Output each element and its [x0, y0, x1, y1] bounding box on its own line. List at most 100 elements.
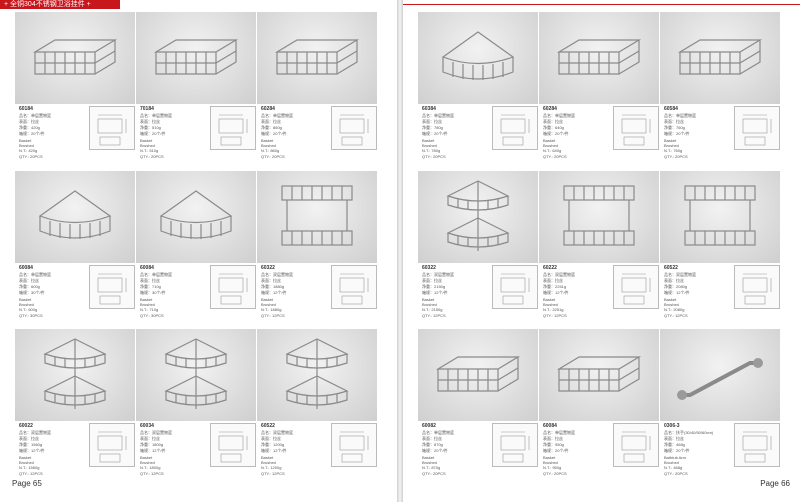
spec-line: 净重：420g [19, 125, 40, 130]
spec-line: 净重：2080g [664, 284, 688, 289]
spec-line: Brushed [140, 302, 155, 308]
spec-line: Brushed [422, 143, 437, 149]
spec-line: 箱规：20个/件 [19, 131, 45, 136]
product-photo [15, 12, 135, 104]
spec-line: 净重：950g [543, 442, 564, 447]
spec-line: Basket [19, 455, 32, 460]
spec-line: 箱规：12个/件 [543, 290, 569, 295]
corner-basket-icon [441, 31, 515, 80]
double-basket-icon [281, 185, 353, 246]
dimension-sketch-icon [339, 114, 369, 146]
spec-line: 净重：870g [422, 442, 443, 447]
page-number: Page 66 [760, 479, 790, 488]
spec-line: 净重：780g [422, 125, 443, 130]
spec-line: 表面：拉丝 [422, 278, 442, 283]
product-photo [257, 12, 377, 104]
spec-line: 箱规：12个/件 [140, 448, 166, 453]
spec-line: N.T.: 510g [140, 148, 159, 154]
spec-line: QTY.: 20PCS [543, 153, 567, 159]
wire-basket-icon [32, 39, 118, 75]
dimension-sketch-icon [97, 273, 127, 305]
spec-line: 品名：单层置物篮 [19, 272, 51, 277]
spec-line: 品名：单层置物篮 [422, 113, 454, 118]
double-corner-basket-icon [285, 338, 349, 409]
spec-line: QTY.: 12PCS [261, 312, 285, 318]
spec-line: Brushed [664, 302, 679, 308]
spec-line: N.T.: 860g [261, 148, 280, 154]
spec-line: QTY.: 12PCS [140, 470, 164, 476]
spec-line: 箱规：20个/件 [664, 448, 690, 453]
spec-line: 品名：双层置物篮 [261, 430, 293, 435]
spec-line: QTY.: 12PCS [19, 470, 43, 476]
spec-line: QTY.: 12PCS [664, 312, 688, 318]
spec-line: Brushed [422, 302, 437, 308]
product-code: 60084 [19, 265, 33, 271]
dimension-drawing [331, 423, 377, 467]
spec-line: 品名：双层置物篮 [261, 272, 293, 277]
product-code: 60222 [543, 265, 557, 271]
product-photo [539, 171, 659, 263]
spec-line: 箱规：12个/件 [261, 448, 287, 453]
spec-line: 净重：2251g [543, 284, 567, 289]
spec-line: 净重：860g [261, 125, 282, 130]
wire-basket-icon [435, 356, 521, 392]
dimension-drawing [89, 265, 135, 309]
spec-line: Basket [261, 455, 274, 460]
spec-line: N.T.: 468g [664, 465, 683, 471]
spec-line: 品名：扶手(30/40/50/60cm) [664, 430, 714, 435]
product-photo [15, 329, 135, 421]
product-code: 60084 [140, 265, 154, 271]
spec-line: N.T.: 2251g [543, 307, 564, 313]
spec-line: 表面：拉丝 [422, 436, 442, 441]
spec-line: 净重：710g [140, 284, 161, 289]
spec-line: 箱规：12个/件 [422, 290, 448, 295]
dimension-sketch-icon [621, 114, 651, 146]
spec-line: Basket [261, 297, 274, 302]
spec-line: QTY.: 20PCS [543, 470, 567, 476]
product-photo [136, 171, 256, 263]
spec-line: Brushed [543, 460, 558, 466]
spec-line: Basket [261, 138, 274, 143]
spec-line: 表面：拉丝 [140, 436, 160, 441]
spec-line: Brushed [261, 302, 276, 308]
product-photo [539, 329, 659, 421]
spec-line: N.T.: 1800g [140, 465, 161, 471]
spec-line: N.T.: 950g [543, 465, 562, 471]
spec-line: 品名：双层置物篮 [664, 272, 696, 277]
spec-line: 净重：760g [664, 125, 685, 130]
spec-line: QTY.: 12PCS [261, 470, 285, 476]
dimension-drawing [331, 106, 377, 150]
spec-line: 表面：拉丝 [140, 278, 160, 283]
spec-line: 品名：单层置物篮 [140, 113, 172, 118]
spec-line: 净重：640g [543, 125, 564, 130]
product-code: 70184 [140, 106, 154, 112]
dimension-sketch-icon [742, 431, 772, 463]
spec-line: Basket [140, 455, 153, 460]
dimension-sketch-icon [500, 431, 530, 463]
product-code: 60522 [664, 265, 678, 271]
product-photo [418, 171, 538, 263]
spec-line: 表面：拉丝 [19, 278, 39, 283]
double-basket-icon [684, 185, 756, 246]
spec-line: 表面：拉丝 [664, 436, 684, 441]
